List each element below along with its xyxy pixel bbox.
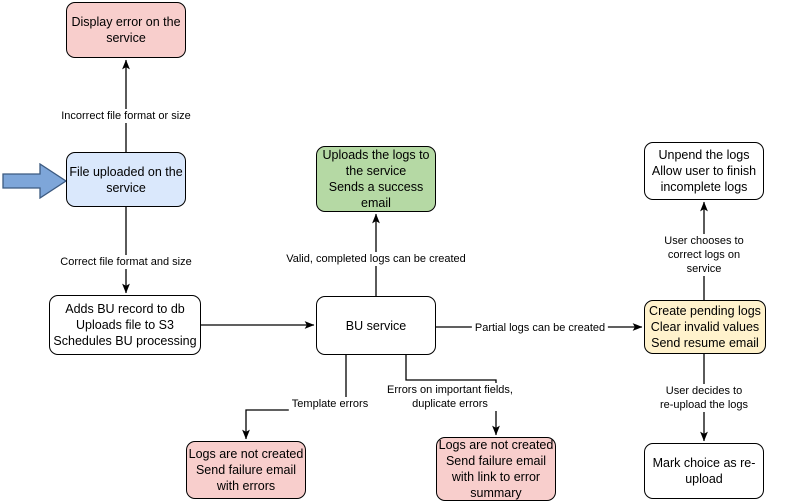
node-adds-bu-record[interactable]: Adds BU record to db Uploads file to S3 … — [49, 295, 201, 355]
node-logs-not-created-field-errors[interactable]: Logs are not created Send failure email … — [436, 437, 556, 501]
edge-label-correct-file-format: Correct file format and size — [57, 255, 195, 269]
node-display-error[interactable]: Display error on the service — [66, 2, 186, 58]
edge-label-incorrect-file-format: Incorrect file format or size — [58, 109, 194, 123]
edge-label-valid-completed-logs: Valid, completed logs can be created — [283, 252, 469, 266]
edge-label-template-errors: Template errors — [288, 397, 372, 411]
edge-label-partial-logs: Partial logs can be created — [471, 321, 609, 335]
node-logs-not-created-template-errors[interactable]: Logs are not created Send failure email … — [186, 441, 306, 499]
node-mark-choice-reupload[interactable]: Mark choice as re- upload — [644, 443, 764, 499]
node-create-pending-logs[interactable]: Create pending logs Clear invalid values… — [644, 300, 766, 354]
entry-arrow-icon — [2, 163, 68, 199]
node-unpend-logs[interactable]: Unpend the logs Allow user to finish inc… — [644, 142, 764, 200]
node-bu-service[interactable]: BU service — [316, 296, 436, 355]
node-uploads-logs[interactable]: Uploads the logs to the service Sends a … — [316, 146, 436, 212]
edge-label-user-reuploads-logs: User decides to re-upload the logs — [655, 384, 753, 412]
node-file-uploaded[interactable]: File uploaded on the service — [66, 152, 186, 207]
edge-label-errors-important-fields: Errors on important fields, duplicate er… — [384, 383, 516, 411]
edge-label-user-corrects-logs: User chooses to correct logs on service — [655, 234, 753, 276]
